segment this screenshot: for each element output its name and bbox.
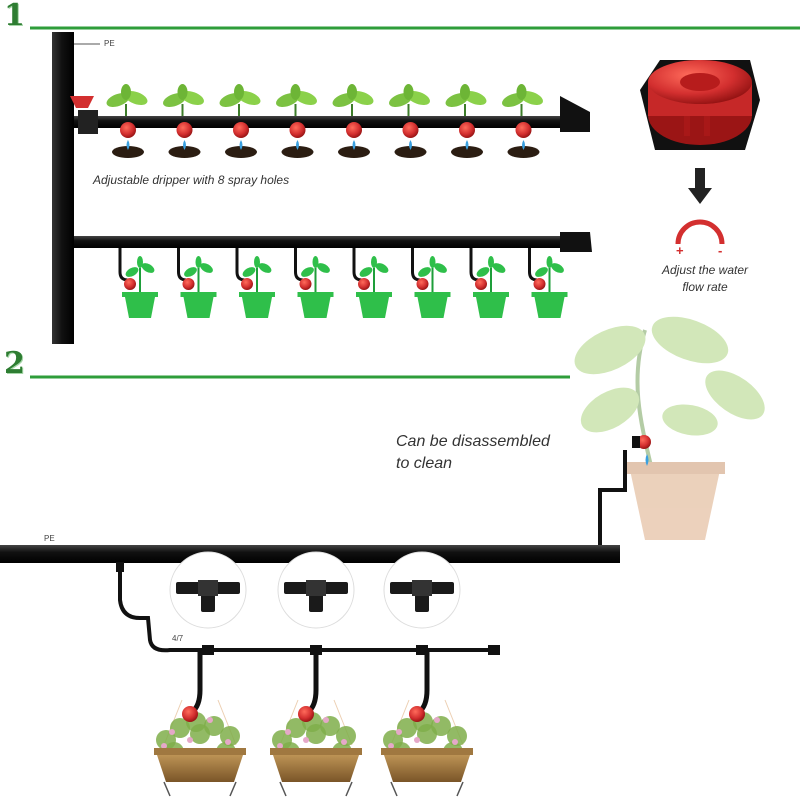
green-pot: [359, 297, 389, 318]
wicker-basket: [383, 752, 471, 782]
lower-pot-unit: [411, 248, 451, 318]
shutoff-valve: [70, 96, 98, 134]
green-pot: [242, 297, 272, 318]
upper-dripper-unit: [332, 84, 374, 158]
water-drop-icon: [645, 454, 649, 466]
disassemble-line1: Can be disassembled: [396, 433, 550, 450]
distribution-tube: [118, 563, 500, 653]
upper-dripper-unit: [445, 84, 487, 158]
pe-label-top: PE: [104, 39, 115, 48]
red-dripper: [289, 122, 306, 138]
adjust-arc-icon: [675, 219, 725, 245]
red-dripper: [124, 278, 136, 290]
green-pot: [476, 297, 506, 318]
hanging-basket: [381, 650, 473, 797]
section-2-number: 2: [4, 346, 25, 381]
upper-dripper-unit: [389, 84, 430, 158]
pot-feed-tube: [598, 450, 627, 545]
red-dripper: [346, 122, 362, 138]
disassemble-caption: Can be disassembled to clean: [396, 431, 550, 475]
red-dripper: [241, 278, 253, 290]
lower-pot-unit: [294, 248, 334, 318]
adjust-caption-line2: flow rate: [682, 280, 728, 294]
red-dripper: [182, 706, 198, 722]
red-dripper: [459, 122, 475, 138]
upper-branch-pipe: [74, 116, 574, 128]
green-pot: [534, 297, 565, 318]
tee-connector-closeup: [383, 551, 461, 655]
distribution-end-plug: [488, 645, 500, 655]
red-dripper: [182, 278, 195, 290]
pe-label-bottom: PE: [44, 534, 55, 543]
red-dripper: [402, 122, 419, 138]
dripper-closeup: [640, 60, 760, 150]
lower-pot-row: [118, 248, 568, 318]
upper-dripper-unit: [276, 84, 317, 158]
upper-dripper-unit: [163, 84, 204, 158]
lower-pot-unit: [235, 248, 275, 318]
tube-size-label: 4/7: [172, 634, 184, 643]
vertical-pe-pipe: [52, 32, 74, 344]
lower-pot-unit: [177, 248, 217, 318]
pot-dripper: [637, 435, 651, 449]
green-pot: [183, 297, 214, 318]
red-dripper: [416, 278, 429, 290]
red-dripper: [298, 706, 314, 722]
hanging-basket: [270, 650, 362, 797]
red-dripper: [358, 278, 370, 290]
upper-dripper-row: [106, 84, 543, 158]
lower-pot-unit: [118, 248, 158, 318]
lower-branch-pipe: [74, 236, 584, 248]
red-dripper: [515, 122, 532, 138]
pe-tap-connector: [116, 562, 124, 572]
upper-dripper-unit: [502, 84, 543, 158]
red-dripper: [233, 122, 249, 138]
hanging-basket: [154, 650, 246, 797]
red-dripper: [176, 122, 193, 138]
down-arrow-icon: [688, 168, 712, 204]
upper-end-plug: [560, 96, 590, 132]
wicker-basket: [272, 752, 360, 782]
wicker-basket: [156, 752, 244, 782]
green-pot: [300, 297, 331, 318]
plus-sign: +: [676, 243, 684, 258]
lower-end-plug: [560, 232, 592, 252]
faded-potted-plant: [574, 316, 765, 540]
lower-pot-unit: [469, 248, 509, 318]
adjust-caption-line1: Adjust the water: [661, 263, 749, 277]
section-1-number: 1: [4, 0, 25, 33]
red-dripper: [299, 278, 312, 290]
minus-sign: -: [718, 243, 723, 258]
green-pot: [417, 297, 448, 318]
red-dripper: [533, 278, 546, 290]
tee-connector-closeups: [169, 551, 461, 655]
lower-pot-unit: [528, 248, 568, 318]
disassemble-line2: to clean: [396, 455, 453, 472]
upper-dripper-unit: [219, 84, 261, 158]
lower-pot-unit: [352, 248, 392, 318]
red-dripper: [409, 706, 425, 722]
pot-dripper-body: [632, 436, 640, 448]
dripper-caption: Adjustable dripper with 8 spray holes: [93, 173, 290, 187]
hanging-basket-row: [154, 650, 473, 797]
upper-dripper-unit: [106, 84, 148, 158]
adjust-caption: Adjust the water flow rate: [630, 262, 780, 296]
green-pot: [125, 297, 155, 318]
red-dripper: [120, 122, 136, 138]
red-dripper: [475, 278, 487, 290]
tee-connector-closeup: [169, 551, 247, 655]
